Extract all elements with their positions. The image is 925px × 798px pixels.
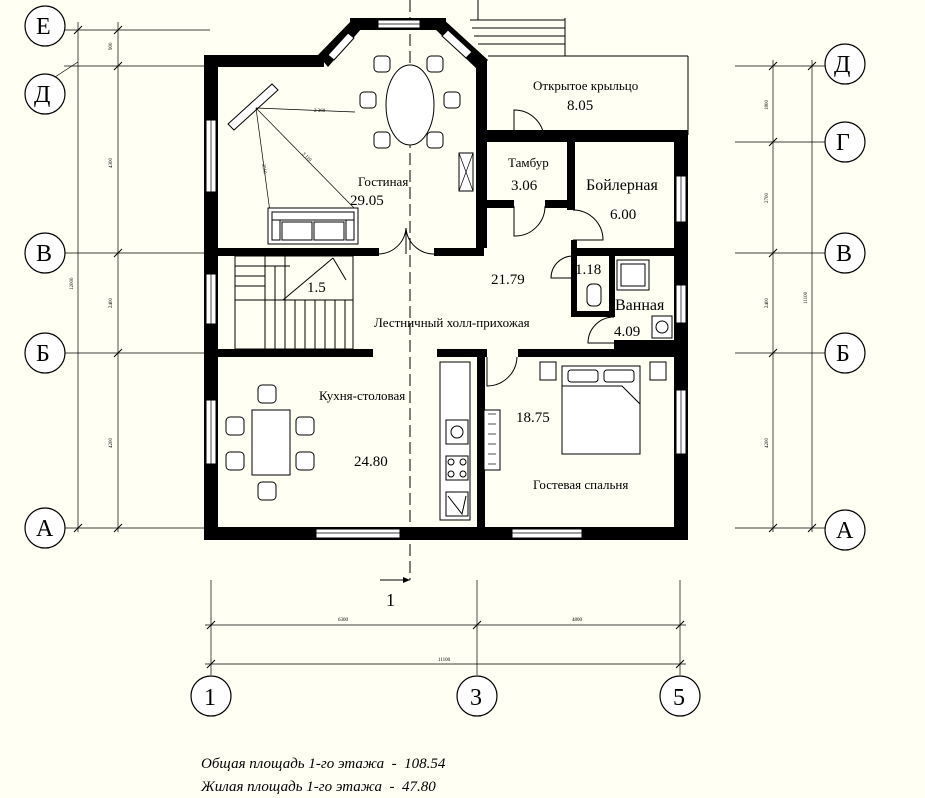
axis-label-bottom-1: 1 [204,685,216,711]
room-bath-area: 4.09 [614,324,640,340]
axis-circle-bottom-1 [190,675,232,717]
bedroom-furniture [483,361,667,471]
living-furniture [227,55,474,245]
axis-label-left-2: Д [34,82,50,108]
living-area-label: Жилая площадь 1-го этажа - 47.80 [200,779,436,795]
room-vestibule-name: Тамбур [508,155,549,170]
dim-bottom-total: 11100 [438,658,451,663]
sofa-dim-3: 3 110 [301,152,313,164]
room-wc-area: 1.18 [575,262,601,278]
bottom-grid-lines [205,580,686,675]
room-bedroom-name: Гостевая спальня [533,477,628,492]
axis-circle-left-3 [24,232,66,274]
axis-label-left-4: Б [36,341,50,367]
room-bath-name: Ванная [615,297,665,314]
axis-circle-left-2 [24,73,66,115]
room-living-area: 29.05 [350,193,384,209]
axis-circle-bottom-2 [456,675,498,717]
dim-left-4: 4200 [109,438,114,449]
dim-left-total: 12000 [70,277,75,290]
axis-circle-left-5 [24,507,66,549]
axis-bubbles-right [824,43,866,551]
axis-label-left-1: Е [36,14,51,40]
sofa-dim-1: 2 360 [314,109,326,114]
dim-bottom-2: 4800 [572,618,583,623]
dim-left-3: 2400 [109,298,114,309]
dim-bottom-1: 6300 [338,618,349,623]
axis-bubbles-bottom [190,675,701,717]
room-boiler-name: Бойлерная [586,177,659,194]
dim-left-1: 900 [109,42,114,50]
dim-left-2: 4300 [109,158,114,169]
axis-label-bottom-3: 5 [673,685,685,711]
windows [205,19,687,539]
right-grid-lines [735,60,825,533]
bath-fixtures [586,259,673,339]
axis-circle-right-3 [824,232,866,274]
room-living-name: Гостиная [358,174,408,189]
axis-circle-left-4 [24,332,66,374]
dim-right-total: 11100 [804,291,809,304]
dim-right-4: 4200 [765,438,770,449]
axis-label-right-5: А [836,518,854,544]
axis-circle-bottom-3 [659,675,701,717]
sofa-dim-2: 3510 [260,163,267,174]
axis-bubbles-left [24,5,79,549]
left-grid-lines [64,22,210,533]
axis-circle-left-1 [24,5,66,47]
axis-label-left-5: А [36,516,54,542]
room-porch-name: Открытое крыльцо [533,78,638,93]
axis-circle-right-1 [824,43,866,85]
room-hall-name: Лестничный холл-прихожая [374,315,530,330]
doors [378,109,615,387]
room-bedroom-area: 18.75 [516,410,550,426]
axis-label-left-3: В [36,241,52,267]
section-mark-label: 1 [386,590,395,610]
kitchen-furniture [225,361,471,521]
dim-right-3: 2400 [765,298,770,309]
dim-right-1: 1800 [765,100,770,111]
total-area-label: Общая площадь 1-го этажа - 108.54 [201,756,446,772]
staircase [234,255,354,350]
room-vestibule-area: 3.06 [511,178,538,194]
axis-label-right-1: Д [834,52,850,78]
room-porch-area: 8.05 [567,98,593,114]
axis-label-right-4: Б [836,341,850,367]
room-boiler-area: 6.00 [610,207,636,223]
room-hall-area: 21.79 [491,272,525,288]
axis-circle-right-2 [824,121,866,163]
axis-circle-right-4 [824,332,866,374]
axis-label-bottom-2: 3 [470,685,482,711]
dim-right-2: 2700 [765,193,770,204]
room-kitchen-name: Кухня-столовая [319,388,405,403]
room-stair-area: 1.5 [307,280,326,296]
axis-circle-right-5 [824,509,866,551]
room-kitchen-area: 24.80 [354,454,388,470]
axis-label-right-2: Г [836,130,850,156]
axis-label-right-3: В [836,241,852,267]
porch [470,0,689,135]
